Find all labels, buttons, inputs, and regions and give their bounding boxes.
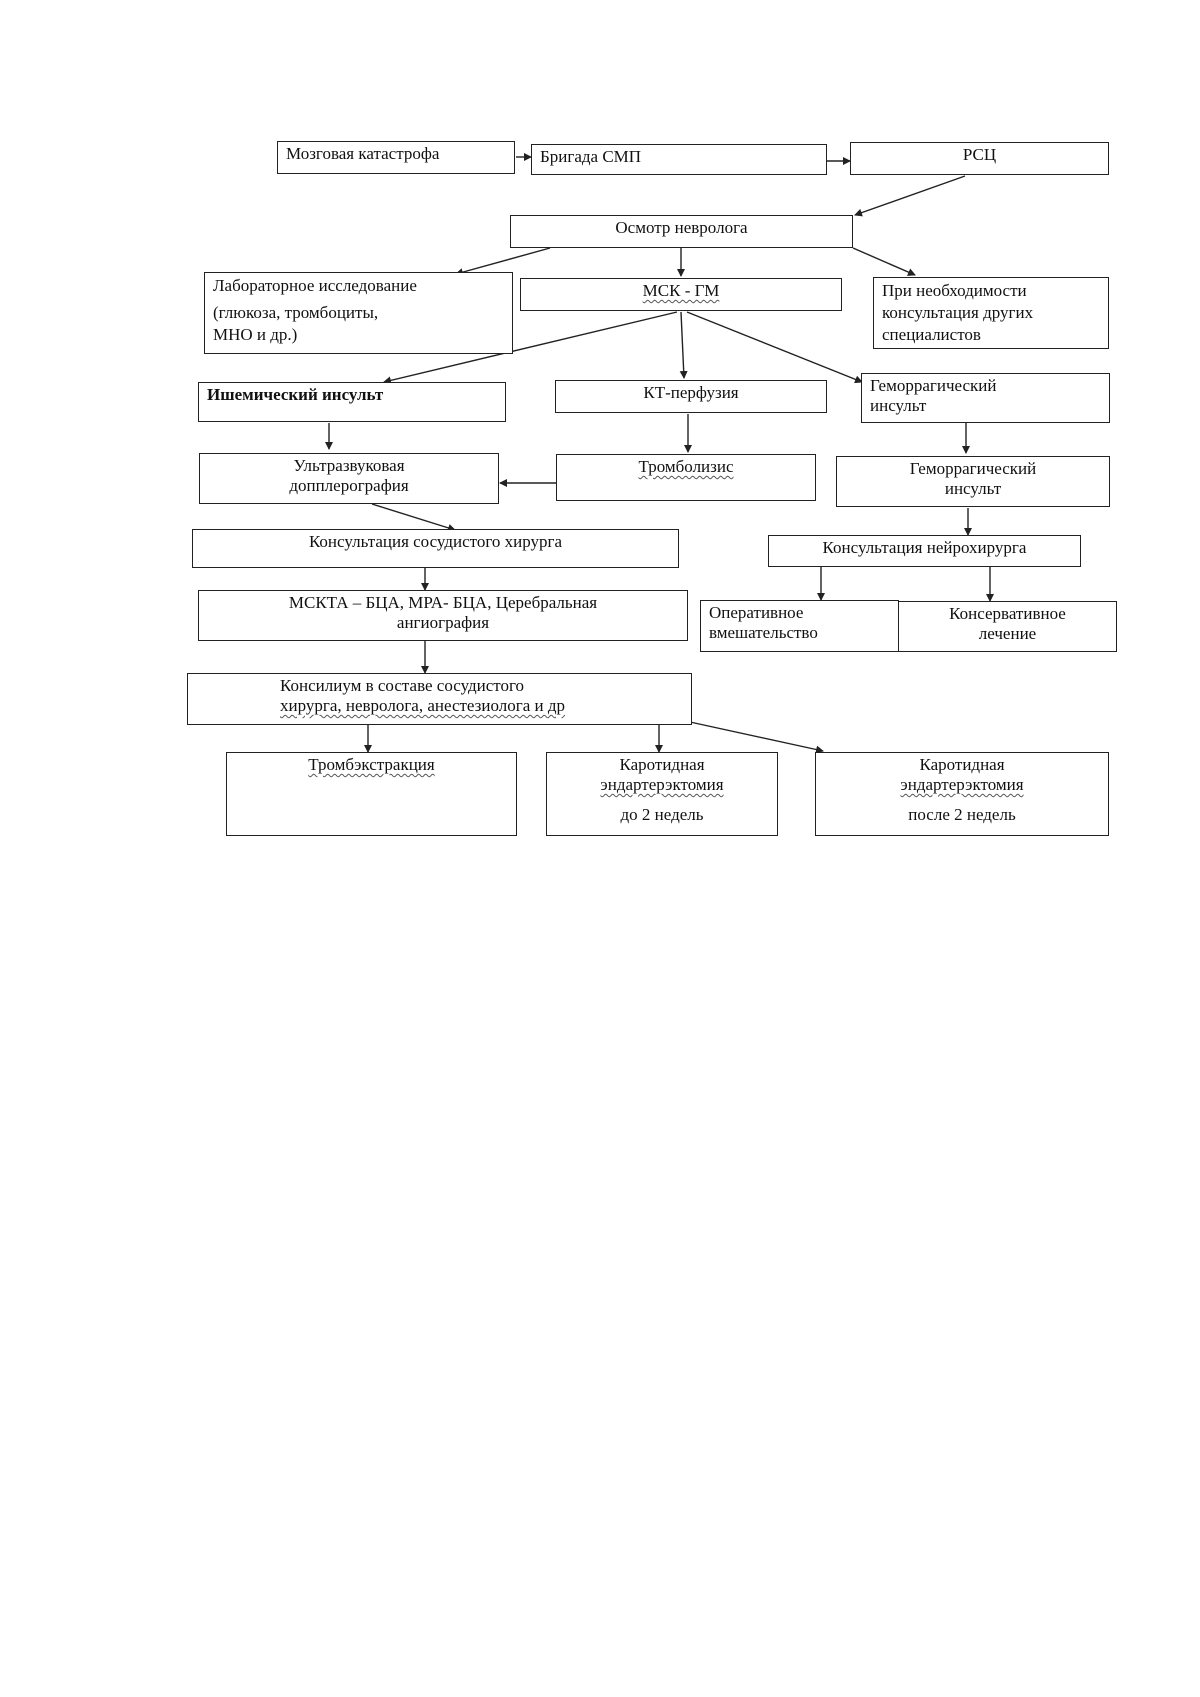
node-other-specialists: При необходимости консультация других сп… xyxy=(873,277,1109,349)
node-ischemic-stroke-label: Ишемический инсульт xyxy=(207,385,384,404)
node-hemorrhagic-stroke-1-line1: Геморрагический xyxy=(870,376,997,395)
node-msk-gm: МСК - ГМ xyxy=(520,278,842,311)
node-angiography-line2: ангиография xyxy=(396,613,490,632)
node-ct-perfusion: КТ-перфузия xyxy=(555,380,827,413)
node-thrombectomy: Тромбэкстракция xyxy=(226,752,517,836)
node-neuro-exam: Осмотр невролога xyxy=(510,215,853,248)
node-ultrasound-line1: Ультразвуковая xyxy=(293,456,405,475)
arrow-exam-to-specialists xyxy=(852,247,916,276)
node-thrombolysis-label: Тромболизис xyxy=(638,457,734,476)
node-angiography: МСКТА – БЦА, МРА- БЦА, Церебральная анги… xyxy=(198,590,688,641)
node-lab-test: Лабораторное исследование (глюкоза, тром… xyxy=(204,272,513,354)
node-lab-test-line3: МНО и др.) xyxy=(213,325,298,344)
node-cea-before-line1: Каротидная xyxy=(619,755,705,774)
node-ems-team: Бригада СМП xyxy=(531,144,827,175)
node-cea-after-2-weeks: Каротидная эндартерэктомия после 2 недел… xyxy=(815,752,1109,836)
node-other-specialists-line2: консультация других xyxy=(882,303,1034,322)
node-angiography-line1: МСКТА – БЦА, МРА- БЦА, Церебральная xyxy=(288,593,598,612)
node-hemorrhagic-stroke-2: Геморрагический инсульт xyxy=(836,456,1110,507)
node-cea-after-line3: после 2 недель xyxy=(908,805,1016,824)
node-rsc: РСЦ xyxy=(850,142,1109,175)
node-other-specialists-line1: При необходимости xyxy=(882,281,1027,300)
node-brain-catastrophe: Мозговая катастрофа xyxy=(277,141,515,174)
node-ultrasound: Ультразвуковая допплерография xyxy=(199,453,499,504)
node-council: Консилиум в составе сосудистого хирурга,… xyxy=(187,673,692,725)
node-hemorrhagic-stroke-2-line1: Геморрагический xyxy=(909,459,1037,478)
node-council-line1: Консилиум в составе сосудистого xyxy=(280,676,525,695)
node-neuro-exam-label: Осмотр невролога xyxy=(615,218,748,237)
arrow-council-to-cea-after xyxy=(689,721,824,754)
node-lab-test-line1: Лабораторное исследование xyxy=(213,276,417,295)
node-neurosurgeon-consult-label: Консультация нейрохирурга xyxy=(822,538,1027,557)
node-other-specialists-line3: специалистов xyxy=(882,325,981,344)
node-cea-before-2-weeks: Каротидная эндартерэктомия до 2 недель xyxy=(546,752,778,836)
node-cea-after-line1: Каротидная xyxy=(919,755,1005,774)
node-operative-line1: Оперативное xyxy=(709,603,804,622)
node-conservative-line2: лечение xyxy=(978,624,1037,643)
node-council-line2: хирурга, невролога, анестезиолога и др xyxy=(280,696,566,715)
node-ems-team-label: Бригада СМП xyxy=(540,147,642,166)
node-lab-test-line2: (глюкоза, тромбоциты, xyxy=(213,303,379,322)
node-msk-gm-label: МСК - ГМ xyxy=(642,281,720,300)
node-hemorrhagic-stroke-1-line2: инсульт xyxy=(870,396,927,415)
node-conservative-treatment: Консервативное лечение xyxy=(898,601,1117,652)
node-operative-line2: вмешательство xyxy=(709,623,818,642)
node-rsc-label: РСЦ xyxy=(962,145,997,164)
node-neurosurgeon-consult: Консультация нейрохирурга xyxy=(768,535,1081,567)
node-hemorrhagic-stroke-1: Геморрагический инсульт xyxy=(861,373,1110,423)
node-vascular-surgeon-consult: Консультация сосудистого хирурга xyxy=(192,529,679,568)
node-conservative-line1: Консервативное xyxy=(949,604,1066,623)
arrow-ultrasound-to-vascular-consult xyxy=(371,503,456,532)
node-ultrasound-line2: допплерография xyxy=(289,476,409,495)
node-vascular-surgeon-consult-label: Консультация сосудистого хирурга xyxy=(308,532,563,551)
node-cea-after-line2: эндартерэктомия xyxy=(900,775,1024,794)
arrow-msk-to-ct-perfusion xyxy=(679,311,688,379)
node-hemorrhagic-stroke-2-line2: инсульт xyxy=(944,479,1002,498)
node-thrombolysis: Тромболизис xyxy=(556,454,816,501)
arrow-msk-to-hemorrhagic xyxy=(686,311,863,384)
node-cea-before-line3: до 2 недель xyxy=(620,805,704,824)
node-cea-before-line2: эндартерэктомия xyxy=(600,775,724,794)
node-thrombectomy-label: Тромбэкстракция xyxy=(308,755,435,774)
node-operative-intervention: Оперативное вмешательство xyxy=(700,600,899,652)
node-ischemic-stroke: Ишемический инсульт xyxy=(198,382,506,422)
arrow-rsc-to-neuro-exam xyxy=(854,175,966,217)
node-brain-catastrophe-label: Мозговая катастрофа xyxy=(286,144,440,163)
node-ct-perfusion-label: КТ-перфузия xyxy=(643,383,739,402)
arrow-exam-to-lab xyxy=(455,247,551,276)
